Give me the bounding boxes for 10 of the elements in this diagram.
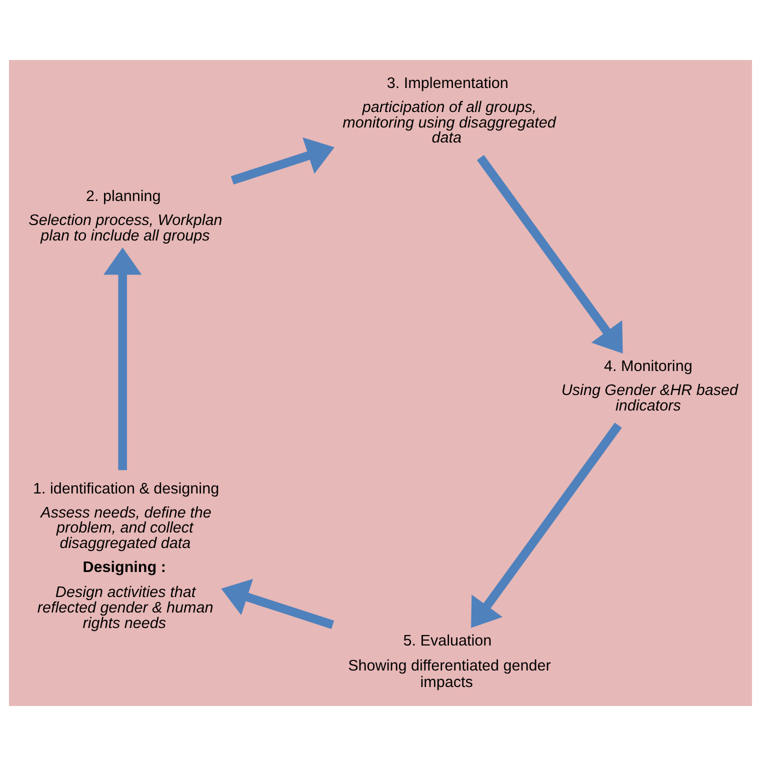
arrow bbox=[230, 136, 334, 184]
node-text: 2. planning Selection process, Workplan plan to include all groups bbox=[28, 187, 222, 244]
node-text: 5. Evaluation Showing differentiated gender impacts bbox=[348, 632, 550, 691]
arrow bbox=[476, 154, 622, 354]
arrow bbox=[220, 578, 334, 628]
node-text: 3. Implementation participation of all groups, monitoring using disaggregated data bbox=[342, 74, 556, 146]
arrow bbox=[470, 422, 622, 628]
node-text: 4. Monitoring Using Gender &HR based indicators bbox=[560, 358, 738, 414]
node-text: 1. identification & designing Assess needs, define the problem, and collect disaggregated data Designing : Design activities that reflected gender & human rights needs bbox=[32, 480, 219, 632]
arrow bbox=[103, 246, 142, 470]
